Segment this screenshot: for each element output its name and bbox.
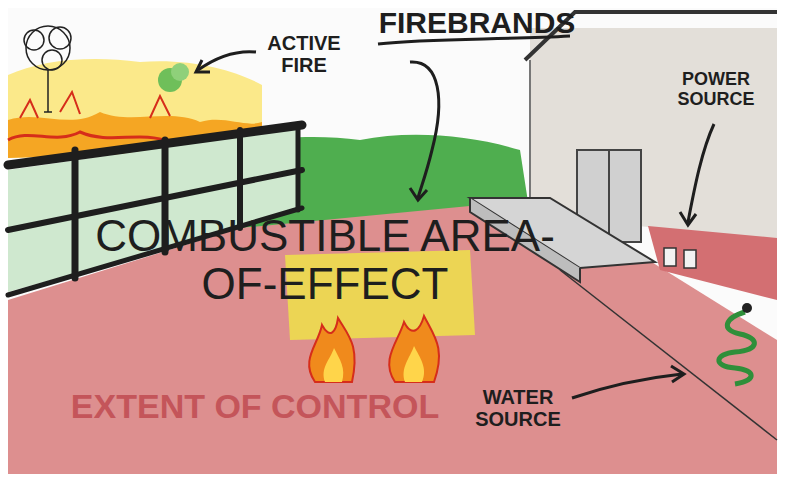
area-of-effect-label: COMBUSTIBLE AREA-OF-EFFECT: [90, 212, 560, 309]
firebrands-label: FIREBRANDS: [372, 6, 582, 39]
extent-of-control-label: EXTENT OF CONTROL: [40, 388, 470, 425]
power-source-label: POWER SOURCE: [668, 70, 764, 110]
water-source-label: WATER SOURCE: [462, 386, 574, 430]
active-fire-label: ACTIVE FIRE: [258, 32, 350, 76]
